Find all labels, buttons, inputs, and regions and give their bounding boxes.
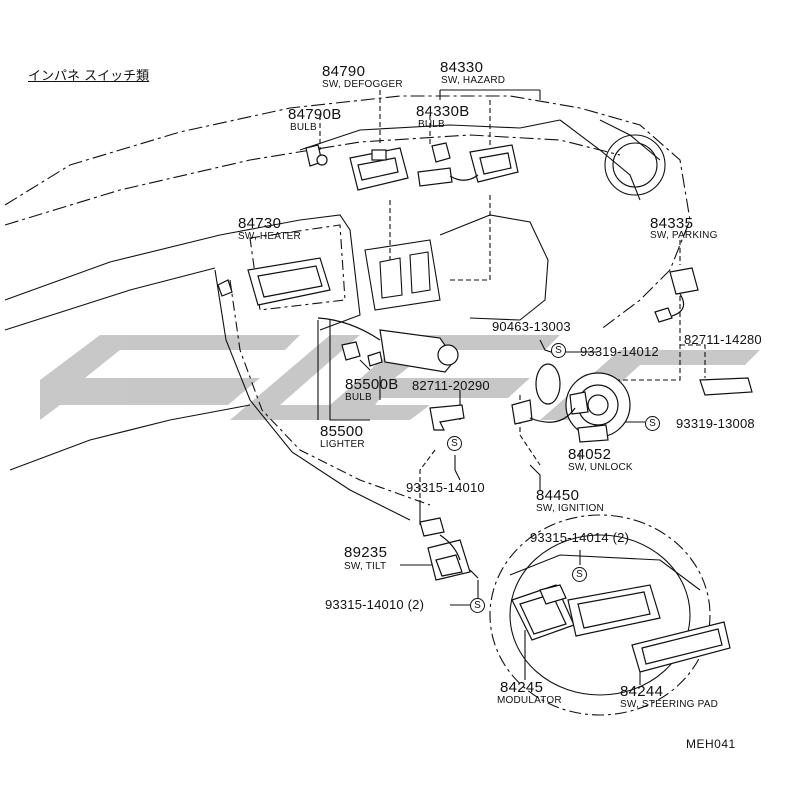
heater-switch-drawing xyxy=(217,257,331,306)
modulator-drawing xyxy=(511,584,575,641)
diagram-title: インパネ スイッチ類 xyxy=(28,69,150,84)
defogger-switch-drawing xyxy=(349,147,409,191)
bracket-drawing-82711 xyxy=(429,404,465,431)
part-number-93319-13008: 93319-13008 xyxy=(676,416,755,431)
bracket-drawing-82711-14280 xyxy=(699,377,753,396)
desc-bulb-85500b: BULB xyxy=(345,392,372,403)
desc-modulator: MODULATOR xyxy=(497,695,562,706)
part-number-85500b: 85500B xyxy=(345,376,399,393)
desc-defogger-switch: SW, DEFOGGER xyxy=(322,79,403,90)
part-number-84330b: 84330B xyxy=(416,103,470,120)
s-symbol-93319-13008: S xyxy=(645,416,660,431)
part-number-84450: 84450 xyxy=(536,487,580,504)
lighter-drawing xyxy=(317,317,459,373)
steering-pad-switch-drawing xyxy=(567,584,731,673)
part-number-84330: 84330 xyxy=(440,59,484,76)
ignition-switch-drawing xyxy=(511,363,631,443)
part-number-84790b: 84790B xyxy=(288,106,342,123)
s-symbol-93315-14010: S xyxy=(447,436,462,451)
desc-bulb-84330b: BULB xyxy=(418,119,445,130)
desc-tilt-switch: SW, TILT xyxy=(344,561,387,572)
bulb-drawing-84330b xyxy=(431,142,451,163)
s-symbol-93319-14012: S xyxy=(551,343,566,358)
part-number-82711-20290: 82711-20290 xyxy=(412,378,490,393)
part-number-84052: 84052 xyxy=(568,446,612,463)
s-symbol-93315-14010-2: S xyxy=(470,598,485,613)
hazard-switch-drawing xyxy=(417,144,519,187)
part-number-84730: 84730 xyxy=(238,215,282,232)
part-number-85500: 85500 xyxy=(320,423,364,440)
dashboard-outline xyxy=(4,95,691,331)
diagram-code: MEH041 xyxy=(686,737,736,751)
part-number-89235: 89235 xyxy=(344,544,388,561)
tilt-switch-drawing xyxy=(419,517,479,581)
desc-parking-switch: SW, PARKING xyxy=(650,230,718,241)
desc-heater-switch: SW, HEATER xyxy=(238,231,301,242)
part-number-84335: 84335 xyxy=(650,215,694,232)
part-number-93315-14010: 93315-14010 xyxy=(406,480,485,495)
part-number-84245: 84245 xyxy=(500,679,544,696)
part-number-82711-14280: 82711-14280 xyxy=(684,332,762,347)
desc-unlock-switch: SW, UNLOCK xyxy=(568,462,633,473)
part-number-90463-13003: 90463-13003 xyxy=(492,319,571,334)
parking-switch-drawing xyxy=(654,267,699,323)
steering-wheel xyxy=(489,514,711,716)
desc-ignition-switch: SW, IGNITION xyxy=(536,503,604,514)
part-number-93315-14014: 93315-14014 (2) xyxy=(530,530,630,545)
desc-bulb-84790b: BULB xyxy=(290,122,317,133)
part-number-93319-14012: 93319-14012 xyxy=(580,344,659,359)
desc-hazard-switch: SW, HAZARD xyxy=(441,75,506,86)
part-number-84244: 84244 xyxy=(620,683,664,700)
desc-lighter: LIGHTER xyxy=(320,439,365,450)
part-number-93315-14010-2: 93315-14010 (2) xyxy=(325,597,425,612)
bulb-drawing-84790b xyxy=(305,144,328,167)
desc-steering-pad-switch: SW, STEERING PAD xyxy=(620,699,719,710)
part-number-84790: 84790 xyxy=(322,63,366,80)
s-symbol-93315-14014: S xyxy=(572,567,587,582)
